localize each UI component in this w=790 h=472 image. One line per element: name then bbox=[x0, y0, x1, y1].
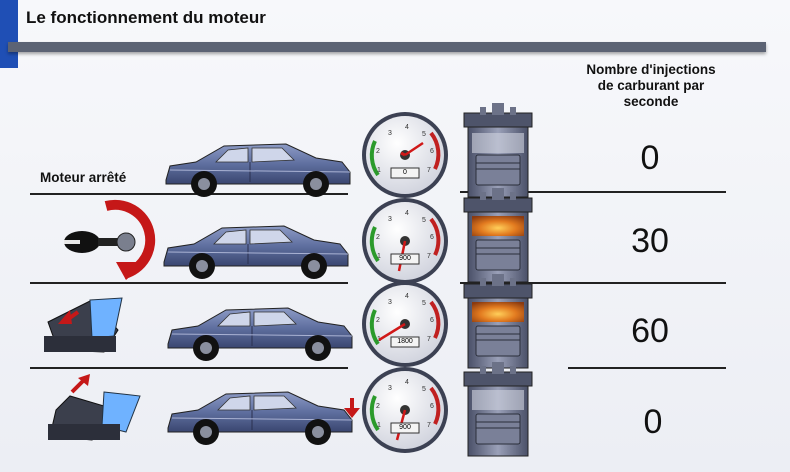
rpm-gauge-icon bbox=[360, 365, 450, 455]
piston-cylinder-icon bbox=[463, 361, 533, 457]
brake-arrow-icon bbox=[344, 398, 360, 418]
car-decelerating bbox=[167, 391, 353, 446]
gauge-readout: 900 bbox=[399, 255, 411, 262]
row-divider bbox=[30, 193, 348, 195]
ignition-key-icon bbox=[64, 199, 156, 280]
piston-cylinder-icon bbox=[463, 273, 533, 369]
injections-value: 0 bbox=[643, 403, 663, 441]
car-ignition bbox=[163, 225, 349, 280]
row-divider bbox=[30, 367, 348, 369]
column-header: Nombre d'injections de carburant par sec… bbox=[586, 62, 716, 109]
gauge-readout: 0 bbox=[403, 169, 407, 176]
slide-title: Le fonctionnement du moteur bbox=[26, 8, 266, 27]
title-underline bbox=[8, 42, 766, 52]
piston-cylinder-icon bbox=[463, 102, 533, 198]
row-label-engine-off: Moteur arrêté bbox=[40, 170, 127, 185]
row-divider bbox=[568, 367, 726, 369]
pedal-pressed-icon bbox=[44, 297, 123, 353]
car-stopped bbox=[165, 143, 351, 198]
row-divider bbox=[460, 191, 726, 193]
car-accelerating bbox=[167, 307, 353, 362]
injections-value: 30 bbox=[631, 222, 669, 260]
gauge-readout: 900 bbox=[399, 424, 411, 431]
piston-cylinder-icon bbox=[463, 187, 533, 283]
rpm-gauge-icon bbox=[360, 196, 450, 286]
pedal-released-icon bbox=[48, 374, 141, 441]
row-divider bbox=[460, 282, 726, 284]
rpm-gauge-icon bbox=[360, 110, 450, 200]
row-divider bbox=[30, 282, 348, 284]
injections-value: 60 bbox=[631, 312, 669, 350]
rpm-gauge-icon bbox=[360, 279, 450, 369]
injections-value: 0 bbox=[640, 139, 660, 177]
gauge-readout: 1800 bbox=[397, 338, 413, 345]
